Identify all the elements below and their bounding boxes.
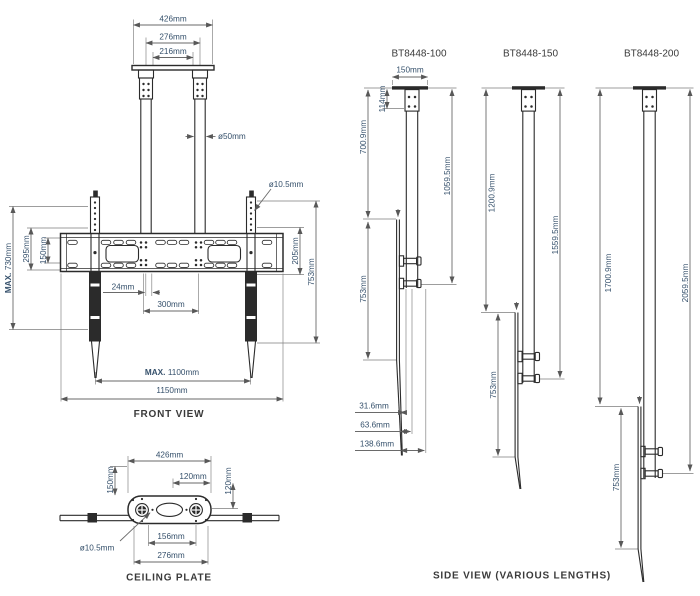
side-200-title: BT8448-200 — [624, 49, 679, 60]
front-view-extension-lines — [9, 19, 320, 402]
bracket-slot-row-top — [67, 239, 273, 245]
front-right-rail-lower — [245, 271, 257, 379]
front-dim-216-label: 216mm — [159, 47, 186, 56]
front-dim-max730-prefix: MAX. — [4, 273, 13, 293]
side-150-dimensions — [483, 88, 563, 457]
side-150-title: BT8448-150 — [503, 49, 558, 60]
side-100-dim-138-label: 138.6mm — [360, 440, 394, 449]
front-dim-max730-value: 730mm — [4, 243, 13, 270]
side-200-ceiling-plate — [633, 86, 666, 90]
front-left-rail-lower — [89, 271, 101, 379]
side-100-dimensions — [355, 74, 455, 454]
ceiling-plate-holes — [131, 497, 208, 523]
front-right-rail-upper — [245, 190, 257, 238]
side-100-ceiling-plate — [392, 86, 428, 90]
side-200-dim-1700-label: 1700.9mm — [604, 253, 613, 292]
side-view-bt8448-150: BT8448-150 — [481, 49, 565, 490]
side-100-extension-lines — [363, 80, 457, 453]
side-150-ceiling-plate — [512, 86, 545, 90]
bracket-cutout-right — [207, 244, 242, 263]
side-200-dimensions — [597, 88, 693, 549]
side-200-pole — [641, 89, 658, 478]
side-views: BT8448-100 — [355, 49, 694, 583]
front-dim-1150-label: 1150mm — [156, 386, 187, 395]
front-dim-205-label: 205mm — [291, 237, 300, 264]
front-dim-pole-dia-label: ø50mm — [218, 132, 246, 141]
front-dim-300-label: 300mm — [157, 300, 184, 309]
bracket-slot-row-bottom — [67, 262, 273, 268]
side-100-bracket — [396, 219, 422, 456]
side-100-dim-700-label: 700.9mm — [359, 120, 368, 154]
front-view-dimensions — [10, 22, 319, 402]
front-view: 426mm 276mm 216mm ø50mm ø10.5mm MAX. 730m… — [4, 15, 320, 420]
ceiling-dim-150-label: 150mm — [106, 466, 115, 493]
side-150-dim-1200-label: 1200.9mm — [488, 173, 497, 212]
ceiling-dim-276-label: 276mm — [157, 551, 184, 560]
side-100-dim-150-label: 150mm — [396, 66, 423, 75]
front-ceiling-bar — [131, 64, 215, 71]
front-dim-24-label: 24mm — [112, 283, 135, 292]
side-100-dim-753-label: 753mm — [359, 275, 368, 302]
front-dim-max730-label: MAX. 730mm — [4, 243, 13, 293]
ceiling-plate-body — [127, 495, 212, 525]
side-100-dim-63-label: 63.6mm — [360, 421, 390, 430]
side-200-dim-2059-label: 2059.5mm — [681, 263, 690, 302]
front-right-pole — [191, 69, 209, 237]
front-left-pole — [137, 69, 155, 237]
ceiling-plate-title: CEILING PLATE — [126, 573, 212, 584]
front-bracket-rail — [59, 232, 284, 273]
ceiling-dimensions — [112, 458, 236, 565]
front-dim-295-label: 295mm — [22, 235, 31, 262]
ceiling-plate-view: 426mm 150mm 120mm 120mm ø10.5mm 156mm 27… — [59, 451, 280, 584]
side-views-title: SIDE VIEW (VARIOUS LENGTHS) — [433, 571, 611, 582]
ceiling-dim-120-top-label: 120mm — [179, 472, 206, 481]
ceiling-plate-screw-left — [135, 503, 149, 517]
front-dim-max1100-value: 1100mm — [168, 368, 199, 377]
side-100-dim-31-label: 31.6mm — [359, 402, 389, 411]
front-dim-hole-dia-label: ø10.5mm — [269, 180, 304, 189]
ceiling-dim-hole-dia-label: ø10.5mm — [80, 544, 115, 553]
side-200-dim-753-label: 753mm — [612, 464, 621, 491]
side-100-title: BT8448-100 — [391, 49, 446, 60]
ceiling-dim-156-label: 156mm — [157, 532, 184, 541]
side-200-bracket — [637, 406, 664, 583]
bracket-cutout-left — [105, 244, 140, 263]
ceiling-dim-426-label: 426mm — [156, 451, 183, 460]
front-dim-150-label: 150mm — [39, 237, 48, 264]
front-dim-426-label: 426mm — [159, 15, 186, 24]
side-150-pole — [520, 89, 537, 383]
bracket-hole-groups — [93, 241, 253, 267]
side-view-bt8448-200: BT8448-200 — [595, 49, 694, 583]
side-150-dim-1559-label: 1559.5mm — [551, 215, 560, 254]
side-view-bt8448-100: BT8448-100 — [355, 49, 457, 456]
side-100-dim-114-label: 114mm — [378, 85, 387, 112]
front-view-title: FRONT VIEW — [134, 409, 205, 420]
ceiling-dim-120-right-label: 120mm — [224, 467, 233, 494]
front-dim-max1100-prefix: MAX. — [145, 368, 165, 377]
side-100-dim-1059-label: 1059.5mm — [443, 156, 452, 195]
front-left-rail-upper — [89, 190, 101, 238]
front-dim-276-label: 276mm — [159, 33, 186, 42]
side-150-extension-lines — [481, 312, 565, 458]
side-150-bracket — [514, 312, 541, 490]
ceiling-plate-screw-right — [189, 503, 203, 517]
side-150-dim-753-label: 753mm — [489, 371, 498, 398]
front-dim-753-label: 753mm — [307, 258, 316, 285]
front-dim-max1100-label: MAX.1100mm — [145, 368, 199, 377]
side-200-extension-lines — [595, 406, 694, 550]
